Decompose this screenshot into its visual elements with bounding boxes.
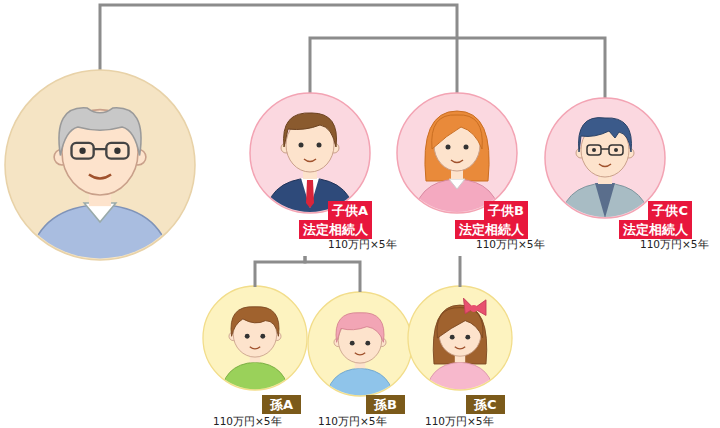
- child-c-figure-part-part: [614, 148, 618, 152]
- child-a-figure-part: [250, 93, 370, 213]
- grandchild-c-figure-part-part: [465, 335, 470, 340]
- child-label: 子供A: [328, 201, 372, 220]
- child-c-figure-part-part: [592, 148, 596, 152]
- grandfather-figure-part-part: [89, 174, 111, 178]
- heir-circle: 子供B法定相続人110万円×5年: [395, 92, 530, 256]
- grandchild-c-figure-part: [425, 298, 494, 399]
- grandchild-circle: 孫A110万円×5年: [203, 287, 311, 427]
- grandfather-figure: [5, 70, 195, 276]
- grandchild-c-figure-part-part: [455, 347, 465, 349]
- gift-amount: 110万円×5年: [318, 415, 387, 427]
- child-c-figure-part-part: [587, 145, 601, 155]
- child-b-figure-part-part: [432, 115, 483, 149]
- grandchild-c-figure-part-part: [450, 335, 455, 340]
- gift-amount: 110万円×5年: [213, 415, 282, 427]
- grandfather-figure-part: [27, 108, 173, 276]
- child-b-figure-part-part: [446, 145, 451, 150]
- heir-circle: 子供A法定相続人110万円×5年: [250, 92, 410, 256]
- grandchild-a-figure-part-part: [220, 362, 289, 398]
- child-label: 子供B: [484, 201, 528, 220]
- grandchild-b-figure: [308, 292, 412, 405]
- grandchild-c-figure-part-part: [437, 308, 483, 338]
- gift-amount: 110万円×5年: [425, 415, 494, 427]
- child-a-figure-part-part: [306, 180, 314, 208]
- child-c-figure-part-part: [601, 148, 609, 150]
- child-c-figure-part-part: [609, 145, 623, 155]
- child-b-figure-part-part: [425, 111, 489, 181]
- grandfather-figure-part-part: [114, 148, 120, 154]
- family-line: [305, 256, 360, 292]
- heir-circle: 子供C法定相続人110万円×5年: [545, 97, 715, 256]
- grandchild-b-figure-part-part: [336, 313, 384, 343]
- tree-line-part: [310, 38, 605, 98]
- grandchild-c-figure-part-part: [425, 362, 494, 398]
- child-c-figure-part: [545, 98, 665, 218]
- grandchild-b-figure-part-part: [355, 353, 365, 355]
- grandchild-b-figure-part: [325, 313, 394, 405]
- grandchild-b-figure-part-part: [350, 341, 355, 346]
- heir-label: 法定相続人: [619, 220, 692, 239]
- grandchild-circle: 孫B110万円×5年: [311, 292, 413, 427]
- grandchild-c-figure-part-part: [463, 298, 486, 315]
- grandfather-figure-part-part: [94, 148, 107, 150]
- child-a-figure-part-part: [284, 113, 337, 147]
- grandchild-label: 孫B: [366, 395, 405, 414]
- child-c-figure-part: [559, 118, 651, 228]
- family-line: [459, 256, 462, 287]
- child-a-figure-part-part: [304, 159, 316, 162]
- grandfather-figure-part-part: [79, 148, 85, 154]
- grandchild-a-figure: [203, 286, 307, 399]
- family-line: [255, 256, 305, 287]
- child-b-figure-part-part: [449, 179, 465, 189]
- grandchild-label: 孫C: [466, 395, 505, 414]
- child-b-figure-part-part: [451, 160, 463, 163]
- grandchild-c-figure: [408, 286, 512, 399]
- grandchild-circle: 孫C110万円×5年: [413, 287, 520, 427]
- heir-label: 法定相続人: [299, 220, 372, 239]
- grandchild-c-figure-part-part: [433, 305, 487, 364]
- child-a-figure-part-part: [301, 178, 319, 208]
- grandchild-b-figure-part-part: [365, 341, 370, 346]
- grandchild-a-figure-part-part: [245, 334, 250, 339]
- grandchild-a-figure-part-part: [260, 334, 265, 339]
- child-c-figure: [545, 98, 665, 228]
- tree-line: [100, 5, 605, 98]
- child-b-figure-part-part: [464, 145, 469, 150]
- grandchild-label: 孫A: [262, 395, 301, 414]
- grandfather-figure-part-part: [72, 143, 94, 159]
- grandchild-a-figure-part: [220, 307, 289, 399]
- heir-label: 法定相続人: [455, 220, 528, 239]
- tree-line-part: [456, 38, 459, 93]
- child-a-figure-part-part: [299, 143, 304, 148]
- grandchild-c-figure-part-part: [470, 305, 477, 312]
- child-c-figure-part-part: [595, 183, 615, 218]
- gift-amount: 110万円×5年: [328, 238, 397, 250]
- child-a-figure-part-part: [317, 143, 322, 148]
- grandfather-figure-part-part: [106, 143, 128, 159]
- gift-amount: 110万円×5年: [476, 238, 545, 250]
- child-label: 子供C: [648, 201, 692, 220]
- child-c-figure-part-part: [599, 164, 611, 167]
- grandchild-a-figure-part-part: [250, 347, 260, 349]
- grandchild-a-figure-part-part: [231, 307, 279, 337]
- gift-amount: 110万円×5年: [640, 238, 709, 250]
